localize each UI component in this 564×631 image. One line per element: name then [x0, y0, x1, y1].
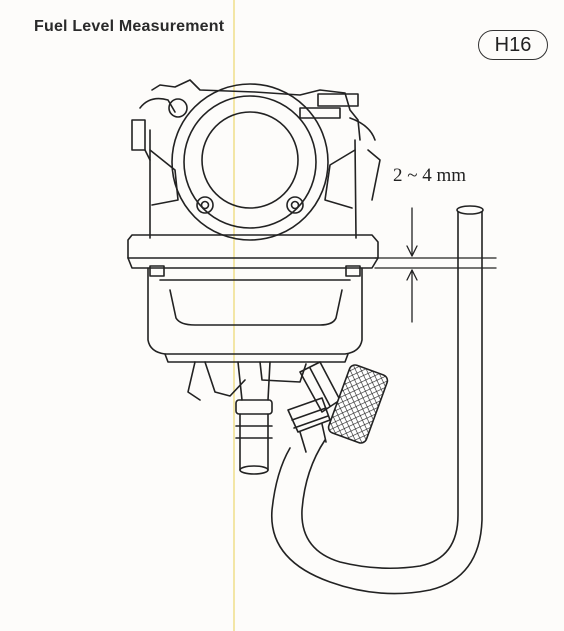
clear-tube — [271, 205, 484, 595]
bore-screw-left — [196, 196, 214, 214]
page-fold-line — [233, 0, 235, 631]
carburetor-body — [127, 79, 381, 269]
float-bowl — [147, 265, 363, 363]
hose-fitting — [287, 397, 331, 453]
page-title: Fuel Level Measurement — [34, 18, 225, 35]
drain-screw — [299, 361, 389, 444]
figure-id-badge: H16 — [478, 30, 548, 60]
carburetor-bore — [201, 111, 299, 209]
knurled-knob — [327, 364, 389, 444]
bore-screw-right — [286, 196, 304, 214]
carburetor-lower-body — [187, 361, 307, 475]
measurement-label: 2 ~ 4 mm — [393, 165, 467, 186]
bore-outer-ring — [171, 83, 329, 241]
level-reference-lines — [374, 257, 497, 269]
dimension-arrows — [406, 207, 418, 323]
